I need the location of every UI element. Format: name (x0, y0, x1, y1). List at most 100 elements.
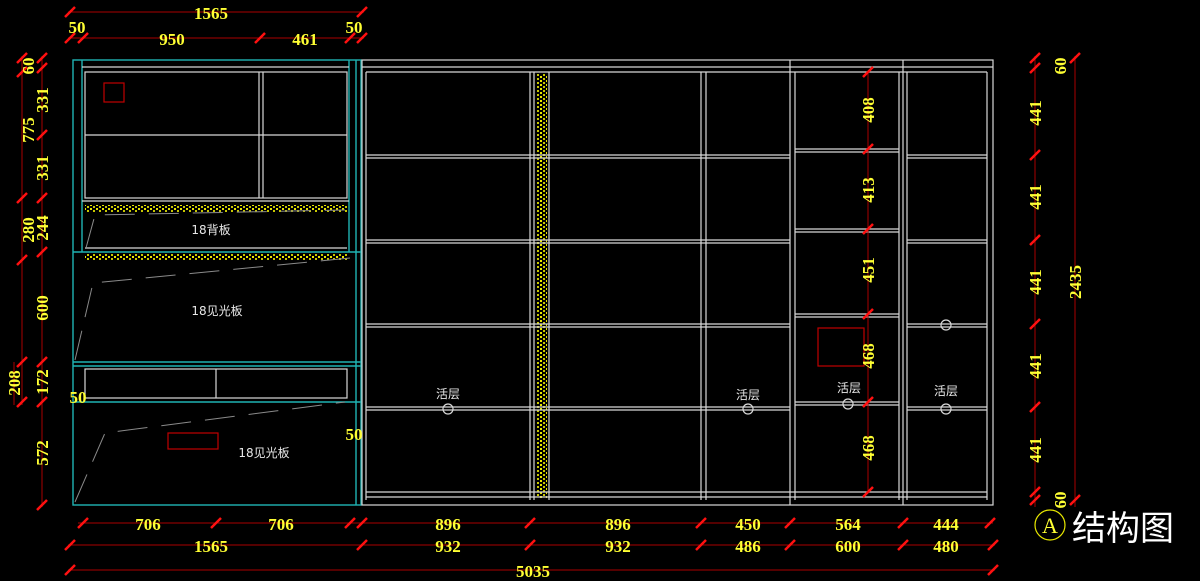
shelf-pin-icon (742, 403, 754, 415)
dim-left-inner: 172 (33, 369, 52, 395)
dimension-tick (1069, 52, 1081, 64)
shelf-pin-icon (940, 403, 952, 415)
dim-left-inner: 572 (33, 440, 52, 466)
dimension-tick (36, 192, 48, 204)
drawing-title: A 结构图 (1034, 509, 1174, 549)
title-marker: A (1042, 513, 1058, 538)
dimension-tick (987, 564, 999, 576)
dimension-tick (784, 539, 796, 551)
dimension-tick (64, 32, 76, 44)
dimension-tick (64, 564, 76, 576)
dim-bottom: 486 (735, 537, 761, 556)
left-cabinet: 18背板 18见光板 18见光板 (72, 59, 362, 506)
dim-right: 441 (1026, 269, 1045, 295)
dimension-tick (356, 32, 368, 44)
dimension-tick (16, 52, 28, 64)
dim-bottom: 896 (435, 515, 461, 534)
dimension-tick (356, 6, 368, 18)
dimension-tick (984, 517, 996, 529)
dimension-tick (16, 254, 28, 266)
dimension-tick (862, 396, 874, 408)
movable-shelf-label: 活层 (934, 384, 958, 398)
dim-left-inner: 331 (33, 87, 52, 113)
dim-bottom: 932 (435, 537, 461, 556)
dimension-tick (254, 32, 266, 44)
dimension-tick (344, 32, 356, 44)
dimension-tick (695, 517, 707, 529)
dimension-tick (862, 223, 874, 235)
dim-column: 408 (859, 97, 878, 123)
dimension-tick (524, 517, 536, 529)
dimension-tick (1069, 494, 1081, 506)
dimension-tick (77, 517, 89, 529)
dim-top-right-edge: 50 (346, 18, 363, 37)
dim-bottom: 896 (605, 515, 631, 534)
dimension-tick (16, 356, 28, 368)
dimension-text: 1565 50 950 461 50 60 775 280 208 331 33… (5, 4, 1085, 581)
dimension-tick (356, 517, 368, 529)
dimension-tick (36, 62, 48, 74)
title-marker-circle (1034, 509, 1066, 541)
dimension-tick (987, 539, 999, 551)
dim-left-inner: 244 (33, 215, 52, 241)
dim-column: 468 (859, 343, 878, 369)
dimension-tick (784, 517, 796, 529)
dim-top-total: 1565 (194, 4, 228, 23)
dim-top-right: 461 (292, 30, 318, 49)
dim-left-outer: 280 (19, 217, 38, 243)
dimension-tick (344, 517, 356, 529)
dim-right-side: 50 (346, 425, 363, 444)
dimension-tick (36, 356, 48, 368)
dim-right: 441 (1026, 184, 1045, 210)
dimension-tick (64, 539, 76, 551)
dimension-tick (64, 6, 76, 18)
dimension-tick (897, 539, 909, 551)
dimension-tick (862, 486, 874, 498)
dimension-tick (36, 129, 48, 141)
dimension-tick (1029, 62, 1041, 74)
dimension-tick (356, 539, 368, 551)
back-panel-label: 18背板 (191, 223, 230, 237)
dim-bottom: 450 (735, 515, 761, 534)
dim-right-total: 2435 (1066, 265, 1085, 299)
dim-left-side: 50 (70, 388, 87, 407)
dimension-ticks (16, 6, 1081, 576)
dim-top-main: 950 (159, 30, 185, 49)
hatch-band (537, 74, 547, 498)
visible-panel-label: 18见光板 (238, 446, 289, 460)
shelf-pin-icon (442, 403, 454, 415)
dim-left-outer: 208 (5, 370, 24, 396)
marker-rect (167, 432, 219, 450)
dimension-tick (36, 52, 48, 64)
dim-top-left-edge: 50 (69, 18, 86, 37)
dim-right: 60 (1051, 492, 1070, 509)
dimension-tick (862, 143, 874, 155)
dimension-tick (16, 396, 28, 408)
dimension-tick (1029, 149, 1041, 161)
dim-bottom: 564 (835, 515, 861, 534)
hatch-band (85, 205, 347, 212)
dim-bottom: 706 (135, 515, 161, 534)
dim-bottom: 932 (605, 537, 631, 556)
shelf-pin-icon (940, 319, 952, 331)
movable-shelf-label: 活层 (837, 381, 861, 395)
right-cabinets: 活层 活层 活层 活层 (361, 59, 994, 506)
dim-right: 441 (1026, 100, 1045, 126)
dim-right: 441 (1026, 437, 1045, 463)
title-text: 结构图 (1072, 509, 1174, 549)
shelf-pin-icon (842, 398, 854, 410)
dimension-tick (36, 499, 48, 511)
dimension-tick (1029, 318, 1041, 330)
visible-panel-label: 18见光板 (191, 304, 242, 318)
dim-bottom: 706 (268, 515, 294, 534)
dimension-tick (524, 539, 536, 551)
dim-left-outer: 60 (19, 58, 38, 75)
dim-bottom: 1565 (194, 537, 228, 556)
dimension-tick (210, 517, 222, 529)
dimension-tick (16, 192, 28, 204)
dimension-tick (1029, 486, 1041, 498)
dimension-tick (862, 308, 874, 320)
dim-right: 441 (1026, 353, 1045, 379)
dim-bottom: 600 (835, 537, 861, 556)
hatch-band (85, 254, 347, 260)
